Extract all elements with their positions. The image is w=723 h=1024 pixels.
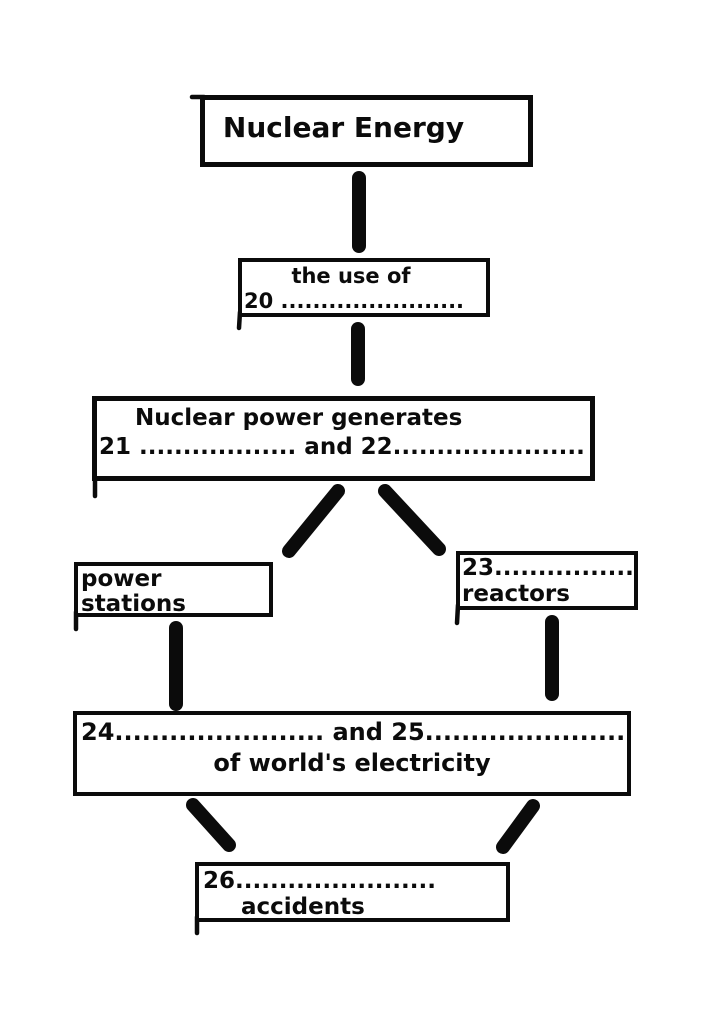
connector-generates-to-reactors (378, 484, 446, 556)
node-nuclear-power-generates: Nuclear power generates 21 .............… (92, 396, 595, 481)
connector-electricity-to-accidents-right (496, 799, 540, 854)
node-nuclear-power-generates-label: Nuclear power generates (135, 405, 463, 431)
node-power-stations-label-line1: power (81, 566, 162, 592)
node-nuclear-energy-label: Nuclear Energy (222, 111, 465, 144)
connector-electricity-to-accidents-left (186, 798, 236, 852)
node-reactors: 23................ reactors (456, 551, 638, 610)
node-worlds-electricity-label: of world's electricity (213, 749, 491, 777)
node-the-use-of-label: the use of (291, 264, 411, 288)
connector-generates-to-stations (282, 484, 345, 558)
node-power-stations-label-line2: stations (81, 591, 186, 617)
blank-24-and-25: 24....................... and 25........… (81, 718, 626, 746)
blank-20: 20 ....................... (244, 289, 465, 313)
node-nuclear-energy: Nuclear Energy (200, 95, 533, 167)
node-accidents: 26....................... accidents (195, 862, 510, 922)
node-power-stations: power stations (74, 562, 273, 617)
blank-26: 26....................... (203, 868, 436, 894)
blank-21-and-22: 21 .................. and 22............… (99, 434, 585, 460)
node-the-use-of: the use of 20 ....................... (238, 258, 490, 317)
node-worlds-electricity: 24....................... and 25........… (73, 711, 631, 796)
node-reactors-label: reactors (462, 581, 570, 607)
blank-23: 23................ (462, 555, 634, 581)
node-accidents-label: accidents (241, 894, 365, 920)
